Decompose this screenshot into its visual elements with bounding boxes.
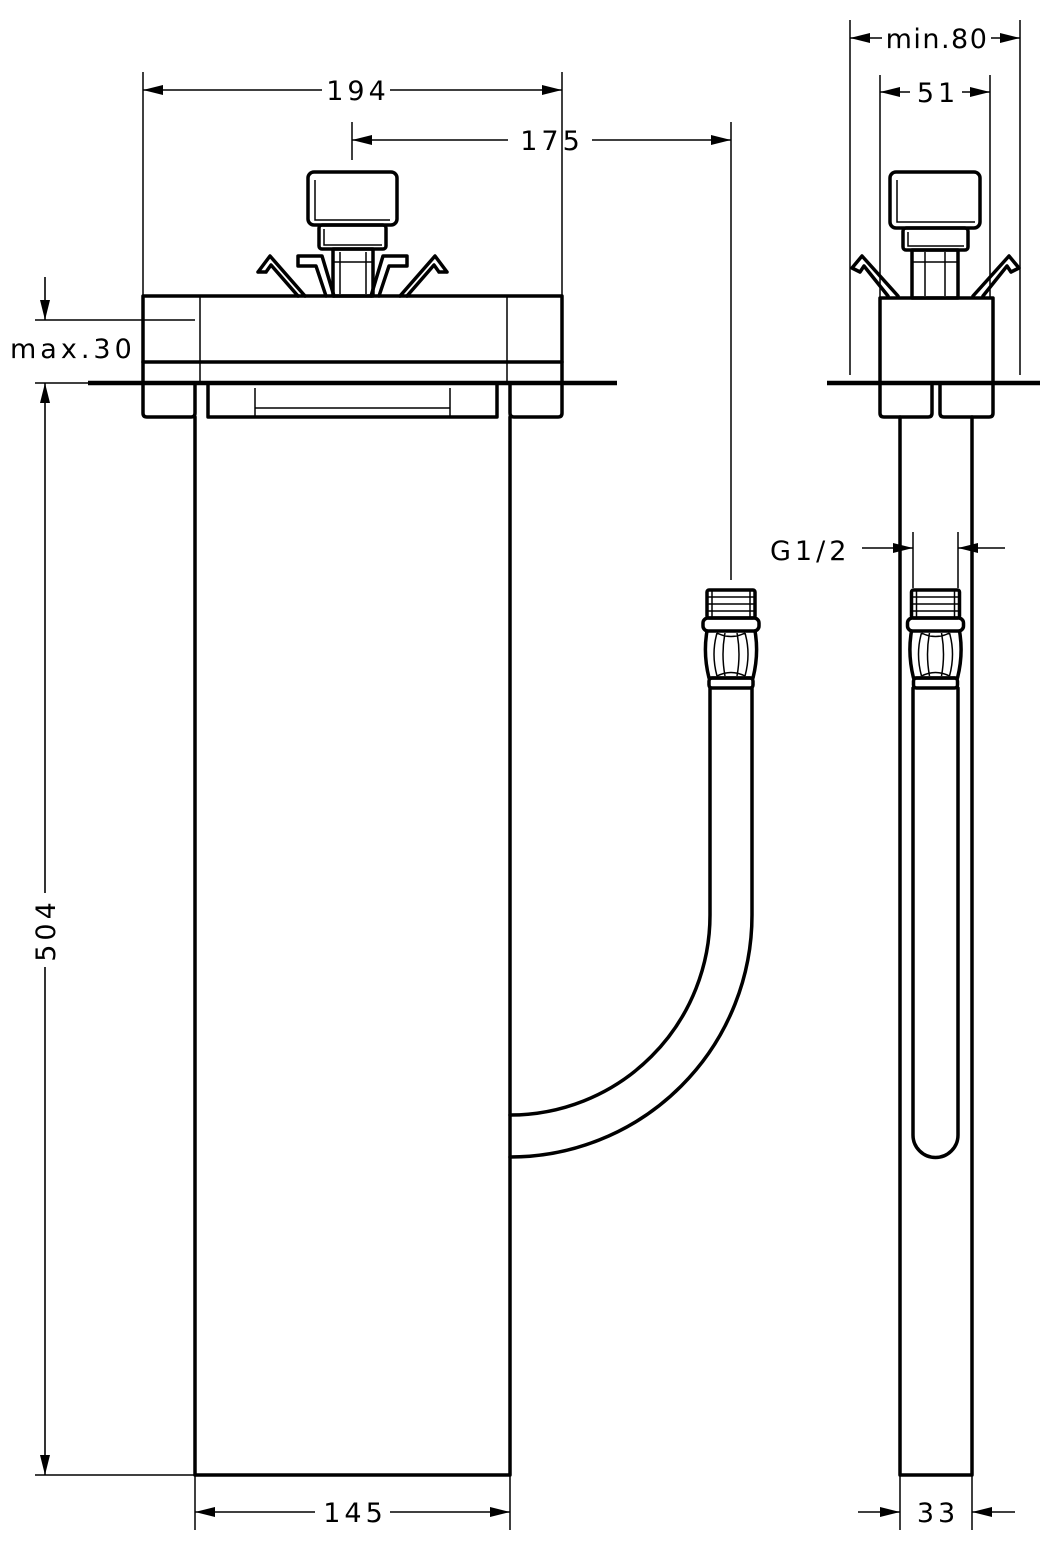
dim-label-body-width: 145 [323,1498,387,1529]
supply-hose-front [508,686,754,1159]
mounting-block-side [878,296,995,419]
valve-stem-side [910,248,960,300]
body-column-side [898,415,974,1477]
dim-label-outlet-offset: 175 [520,126,584,157]
mounting-foot-side-right [938,381,995,419]
lever-arms-front [256,254,449,298]
dim-label-height: 504 [31,898,62,962]
dim-label-handle-width: 51 [917,78,959,109]
dimension-thread: G1/2 [770,532,1005,588]
dimension-outlet-offset: 175 [351,122,732,580]
mounting-block-front [141,294,564,419]
dim-label-body-depth: 33 [917,1498,959,1529]
dimension-handle-width: 51 [879,75,991,298]
dim-label-overall-width: 194 [326,76,390,107]
body-column-front [193,415,512,1477]
valve-stem [331,247,375,298]
dim-label-max-thickness: max.30 [10,334,136,365]
threaded-fitting-side [905,588,966,690]
dimension-max-thickness: max.30 [10,277,195,384]
side-view: min.80 51 G1/2 33 [770,20,1040,1530]
lever-inner-right [369,254,409,298]
lever-inner-left [296,254,336,298]
threaded-fitting-front [701,588,761,690]
dim-label-thread: G1/2 [770,536,850,567]
lever-arms-side [850,254,1021,298]
lever-outer-right [398,254,449,298]
dimension-overall-width: 194 [142,72,563,296]
handle-cap [306,170,399,227]
mounting-center-piece [206,381,499,419]
dimension-body-depth: 33 [858,1475,1015,1530]
dimension-min-depth: min.80 [849,20,1021,375]
lever-outer-left [256,254,307,298]
mounting-foot-right [508,381,564,419]
dim-label-min-depth: min.80 [886,24,989,55]
mounting-foot-left [141,381,197,419]
front-view: 194 175 max.30 504 145 [10,72,761,1530]
handle-cap-side [888,170,982,230]
dimension-body-width: 145 [194,1475,511,1530]
mounting-foot-side-left [878,381,934,419]
valve-handle-front [306,170,399,298]
lever-right-side [971,254,1021,298]
lever-left-side [850,254,900,298]
supply-hose-side [911,686,960,1160]
valve-handle-side [888,170,982,300]
dimension-height: 504 [31,383,195,1476]
